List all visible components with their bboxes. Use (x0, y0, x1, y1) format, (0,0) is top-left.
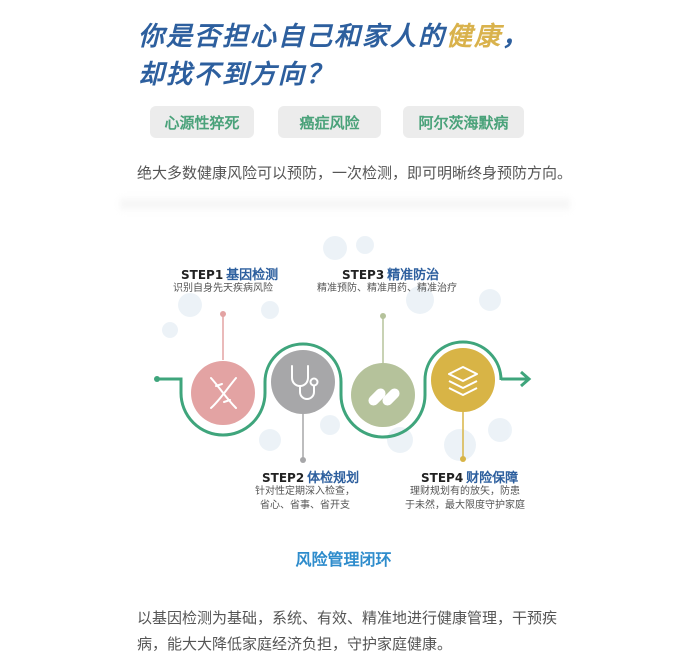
step2-circle (271, 350, 335, 414)
stethoscope-icon (291, 365, 319, 400)
step4-desc: 理财规划有的放矢，防患于未然，最大限度守护家庭 (400, 485, 530, 513)
summary-line: 病，能大大降低家庭经济负担，守护家庭健康。 (137, 635, 453, 653)
layers-icon (448, 366, 478, 396)
step-number: STEP3 (342, 268, 385, 282)
arrow-icon (520, 370, 532, 388)
tag-sudden-cardiac-death: 心源性猝死 (150, 106, 254, 138)
headline-punct: ， (502, 22, 531, 52)
step2-pin-dot (300, 457, 306, 463)
summary-line: 以基因检测为基础，系统、有效、精准地进行健康管理，干预疾 (137, 609, 558, 627)
path-start-dot (154, 376, 160, 382)
pills-icon (368, 388, 400, 406)
intro-text: 绝大多数健康风险可以预防，一次检测，即可明晰终身预防方向。 (137, 164, 573, 182)
tag-cancer-risk: 癌症风险 (278, 106, 381, 138)
headline-line-2: 却找不到方向？ (138, 60, 335, 90)
headline-highlight: 健康 (446, 22, 503, 52)
step2-desc: 针对性定期深入检查， 省心、省事、省开支 (250, 485, 360, 513)
headline-text: 你是否担心自己和家人的 (138, 22, 447, 52)
step1-pin-dot (220, 311, 226, 317)
summary-text: 以基因检测为基础，系统、有效、精准地进行健康管理，干预疾 病，能大大降低家庭经济… (137, 605, 557, 657)
desc-line: 针对性定期深入检查， (255, 486, 355, 497)
desc-line: 于未然，最大限度守护家庭 (405, 500, 525, 511)
step-name: 精准防治 (387, 268, 440, 283)
step-name: 体检规划 (307, 471, 360, 486)
desc-line: 理财规划有的放矢，防患 (410, 486, 520, 497)
step1-desc: 识别自身先天疾病风险 (173, 283, 273, 294)
loop-title: 风险管理闭环 (295, 550, 392, 569)
step4-pin-dot (460, 456, 466, 462)
loop-path (157, 340, 528, 439)
dna-icon (210, 377, 237, 409)
headline-line-1: 你是否担心自己和家人的健康， (138, 16, 530, 53)
divider-shadow (120, 195, 570, 213)
tag-alzheimers: 阿尔茨海默病 (403, 106, 524, 138)
step-name: 基因检测 (226, 268, 279, 283)
step-number: STEP4 (421, 471, 464, 485)
step3-pin-dot (380, 313, 386, 319)
desc-line: 省心、省事、省开支 (260, 500, 350, 511)
molecule-background (162, 236, 512, 461)
step-name: 财险保障 (466, 471, 519, 486)
step-number: STEP2 (262, 471, 305, 485)
step3-desc: 精准预防、精准用药、精准治疗 (317, 283, 457, 294)
step-number: STEP1 (181, 268, 224, 282)
